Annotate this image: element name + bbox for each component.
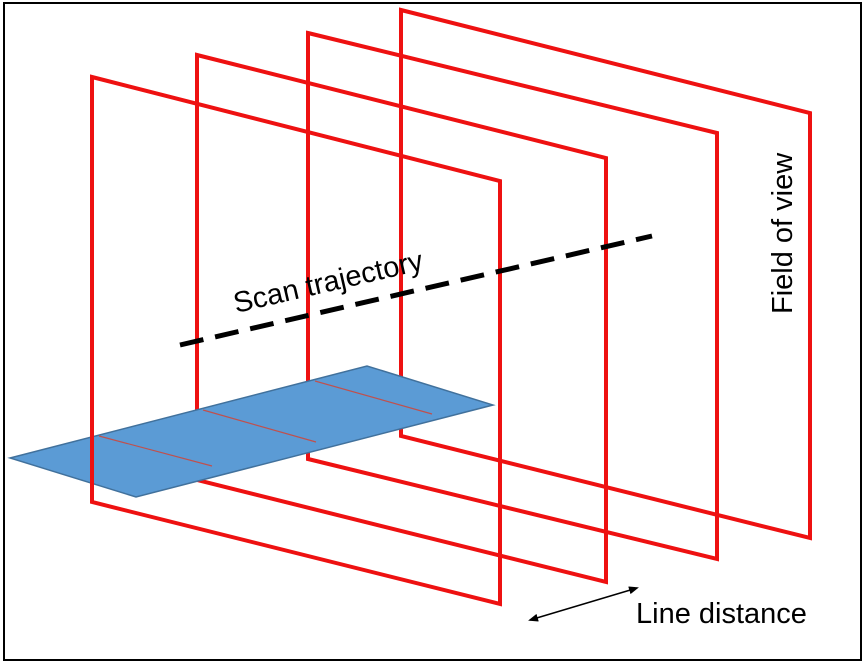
line-distance-arrow xyxy=(528,586,639,622)
intersection-line-2 xyxy=(202,409,317,443)
intersection-line-3 xyxy=(314,380,433,415)
sample-plane xyxy=(7,365,496,498)
scan-trajectory-line xyxy=(179,233,653,348)
field-of-view-frame-2 xyxy=(195,52,608,585)
field-of-view-label: Field of view xyxy=(767,152,799,314)
line-distance-label: Line distance xyxy=(636,598,807,630)
field-of-view-frame-3 xyxy=(306,30,719,562)
image-border xyxy=(3,2,862,661)
intersection-line-1 xyxy=(98,435,213,467)
field-of-view-frame-1 xyxy=(90,74,502,607)
